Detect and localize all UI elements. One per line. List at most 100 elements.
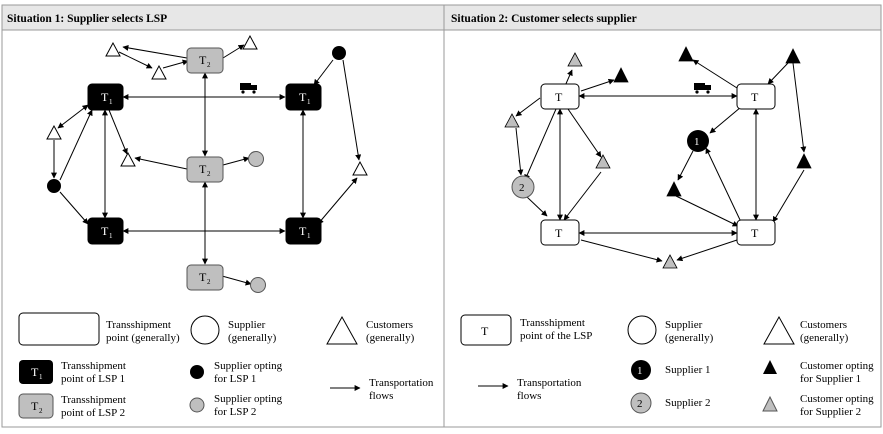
customer-triangle: [46, 124, 62, 140]
flow-edge: [772, 169, 805, 223]
flow-edge: [580, 78, 615, 92]
svg-text:T: T: [199, 270, 207, 284]
transshipment-node-lsp2: T 2: [186, 47, 224, 74]
supplier-lsp2: [250, 277, 266, 293]
legend-supplier-1-symbol: [631, 360, 651, 380]
panel-2-frame: [443, 4, 882, 428]
svg-text:1: 1: [694, 136, 700, 148]
svg-text:T: T: [751, 90, 759, 104]
flow-edge: [162, 59, 189, 69]
svg-text:2: 2: [207, 61, 211, 69]
svg-text:T: T: [31, 399, 39, 413]
flow-edge: [515, 97, 541, 117]
svg-text:Supplier: Supplier: [228, 319, 266, 331]
flow-edge: [108, 109, 128, 155]
flow-edge: [792, 62, 807, 153]
flow-edge: [134, 156, 188, 170]
transshipment-node-lsp: T: [540, 219, 580, 246]
customer-supplier-1: [666, 181, 682, 197]
customer-triangle: [352, 160, 368, 176]
svg-text:1: 1: [637, 365, 643, 377]
legend-customers-generic-symbol: [326, 315, 358, 345]
svg-text:Supplier 1: Supplier 1: [665, 364, 711, 376]
svg-text:Transportation: Transportation: [517, 377, 582, 389]
customer-supplier-1: [785, 48, 801, 64]
panel-1-flows: [51, 44, 362, 286]
svg-text:(generally): (generally): [800, 332, 849, 344]
svg-text:for Supplier 2: for Supplier 2: [800, 406, 861, 418]
svg-text:flows: flows: [369, 390, 393, 402]
svg-text:Transshipment: Transshipment: [61, 360, 126, 372]
svg-text:point of the LSP: point of the LSP: [520, 330, 592, 342]
legend-transshipment-lsp-symbol: [460, 314, 512, 346]
svg-text:T: T: [751, 226, 759, 240]
flow-edge: [677, 150, 694, 181]
svg-text:2: 2: [207, 278, 211, 286]
svg-text:Transshipment: Transshipment: [106, 319, 171, 331]
svg-text:T: T: [101, 90, 109, 104]
svg-text:point of LSP 1: point of LSP 1: [61, 373, 125, 385]
legend-supplier-generic-symbol: [627, 315, 657, 345]
legend-lsp2-symbol: [18, 393, 54, 419]
transshipment-node-lsp2: T 2: [186, 264, 224, 291]
supplier-1-node: 1: [687, 130, 709, 152]
svg-text:(generally): (generally): [665, 332, 714, 344]
customer-supplier-2: [567, 52, 583, 67]
svg-text:T: T: [299, 90, 307, 104]
transshipment-node-lsp: T: [736, 83, 776, 110]
panel-1-frame: [1, 4, 445, 428]
transshipment-node-lsp2: T 2: [186, 156, 224, 183]
legend-customers-generic-symbol: [763, 315, 795, 345]
customer-supplier-1: [796, 153, 812, 169]
svg-text:(generally): (generally): [366, 332, 415, 344]
legend-supplier-2-symbol: [630, 392, 652, 414]
legend-supplier-generic-symbol: [190, 315, 220, 345]
flow-edge: [526, 196, 548, 217]
svg-text:Supplier opting: Supplier opting: [214, 360, 283, 372]
svg-text:point of LSP 2: point of LSP 2: [61, 407, 125, 419]
transshipment-node-lsp1: T 1: [87, 217, 124, 245]
customer-triangle: [120, 151, 136, 167]
svg-text:2: 2: [207, 170, 211, 178]
panel-1-title: Situation 1: Supplier selects LSP: [7, 13, 167, 25]
svg-text:T: T: [555, 226, 563, 240]
legend-supplier-lsp2-symbol: [189, 397, 205, 413]
panel-2-flows: [515, 59, 807, 263]
panel-2-customers: [504, 46, 812, 269]
flow-edge: [563, 171, 602, 221]
flow-edge: [524, 108, 557, 181]
svg-text:1: 1: [109, 98, 113, 106]
panel-2-legend: T Transshipment point of the LSP Supplie…: [460, 314, 874, 418]
svg-text:flows: flows: [517, 390, 541, 402]
flow-edge: [705, 147, 742, 223]
svg-text:2: 2: [519, 182, 525, 194]
svg-text:Customers: Customers: [366, 319, 413, 331]
customer-supplier-2: [595, 154, 611, 169]
flow-edge: [222, 44, 245, 59]
customer-triangle: [242, 34, 258, 50]
svg-text:for LSP 2: for LSP 2: [214, 406, 256, 418]
flow-edge: [692, 59, 738, 89]
svg-text:T: T: [199, 53, 207, 67]
panel-2-header: [443, 4, 882, 31]
customer-triangle: [151, 64, 167, 80]
legend-lsp1-symbol: [19, 360, 53, 384]
supplier-lsp1: [332, 46, 346, 60]
flow-edge: [567, 108, 602, 158]
panel-situation-2: Situation 2: Customer selects supplier: [443, 4, 882, 428]
svg-text:Customer opting: Customer opting: [800, 393, 874, 405]
svg-text:T: T: [199, 162, 207, 176]
transshipment-node-lsp1: T 1: [87, 83, 124, 111]
svg-text:T: T: [31, 365, 39, 379]
transshipment-node-lsp1: T 1: [285, 217, 322, 245]
svg-text:1: 1: [39, 373, 43, 381]
panel-1-legend: Transshipment point (generally) Supplier…: [18, 312, 434, 419]
customer-triangle: [105, 41, 121, 57]
svg-text:T: T: [481, 324, 489, 338]
svg-text:Customers: Customers: [800, 319, 847, 331]
legend-customer-s2-symbol: [762, 395, 778, 412]
panel-situation-1: Situation 1: Supplier selects LSP: [1, 4, 445, 428]
flow-edge: [57, 104, 89, 129]
